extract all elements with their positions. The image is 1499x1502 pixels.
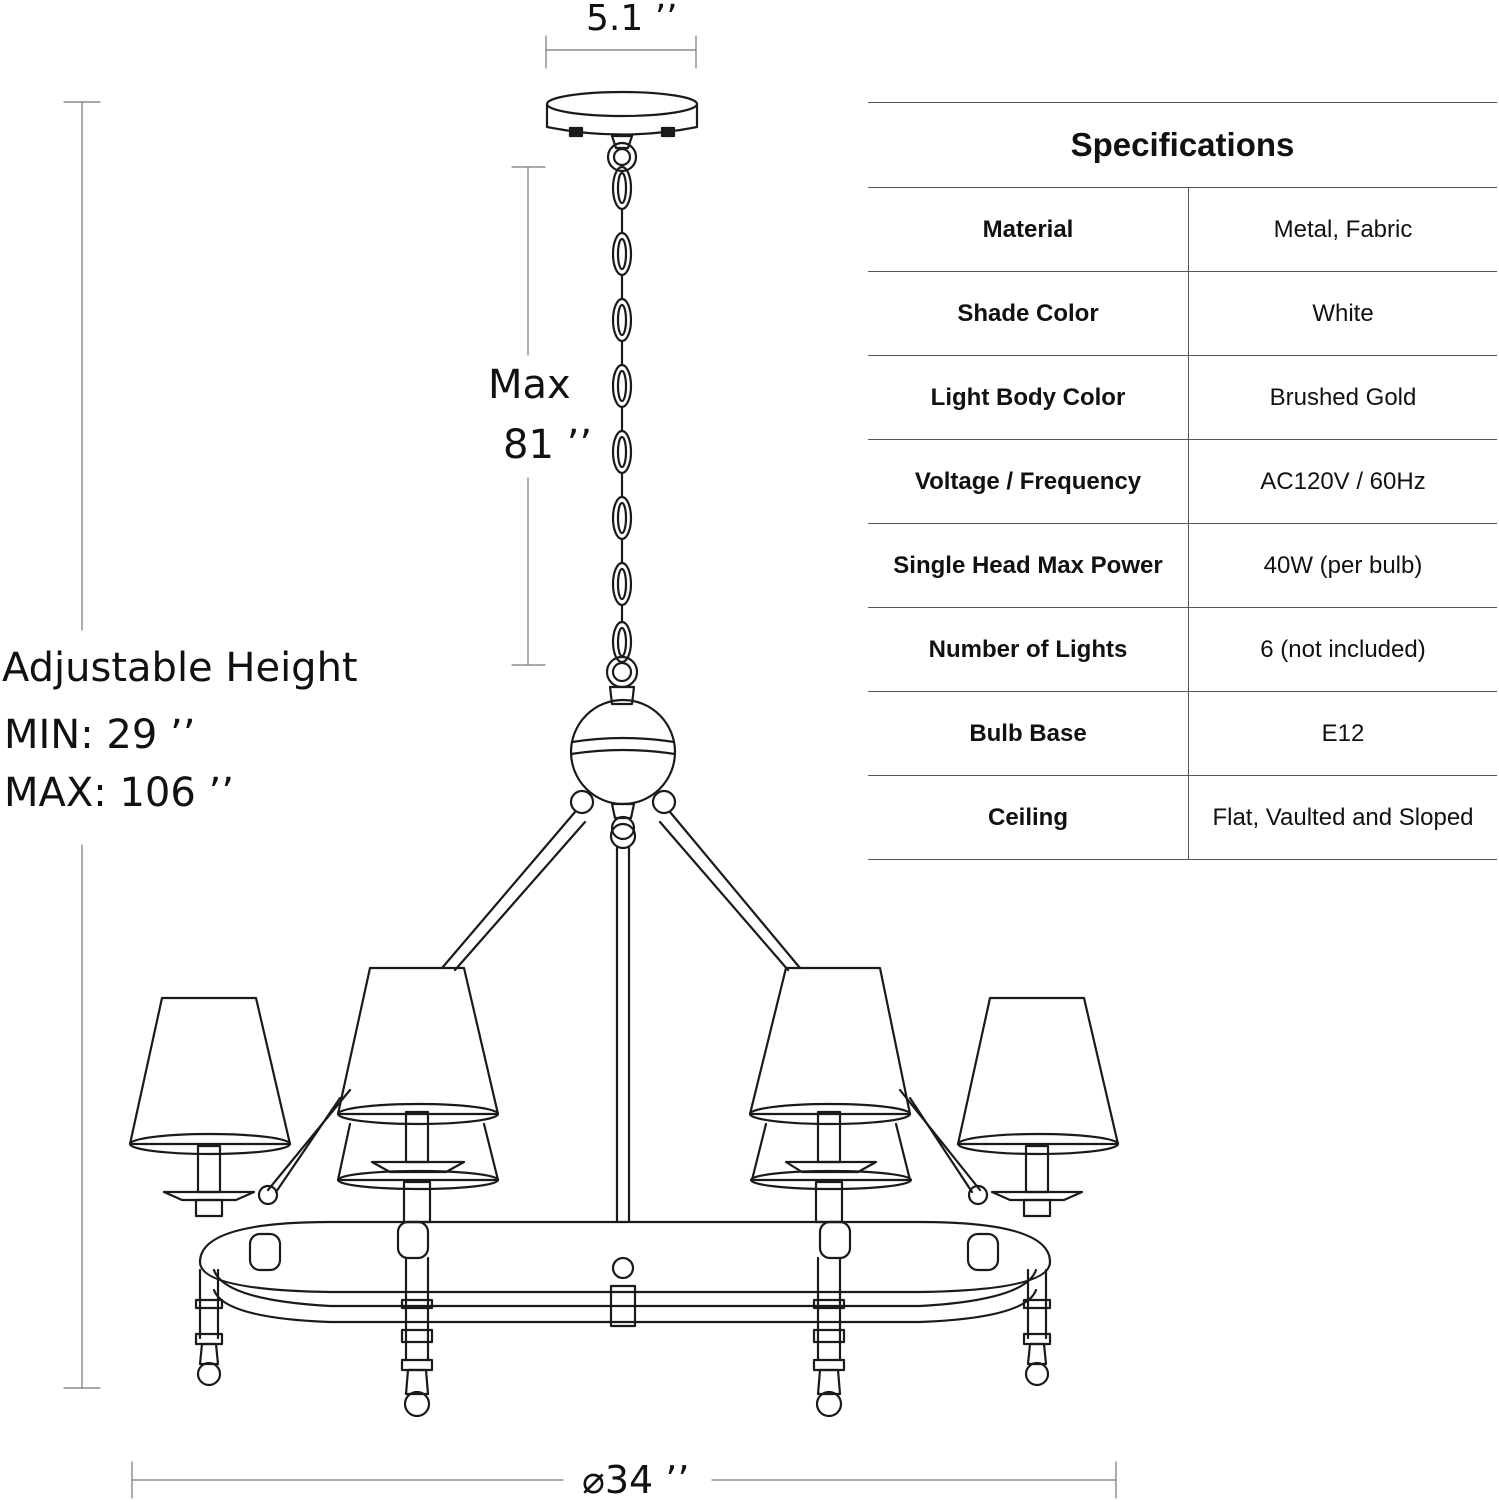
spec-key: Single Head Max Power [868,524,1189,607]
diameter-dimension [131,1461,1117,1499]
ring [198,1220,1052,1328]
diameter-label: ⌀34 ’’ [582,1458,690,1502]
chain-max-label: Max [488,362,571,408]
lamp-shades [128,966,1120,1191]
specifications-table: Specifications Material Metal, Fabric Sh… [868,102,1497,860]
max-height-label: MAX: 106 ’’ [4,770,234,816]
ball-hub [569,685,677,850]
spec-value: Flat, Vaulted and Sloped [1212,803,1474,831]
center-rod [615,846,631,1224]
spec-key: Number of Lights [868,608,1189,691]
canopy-width-label: 5.1 ’’ [586,0,678,39]
spec-value: White [1312,299,1374,327]
spec-row-voltage: Voltage / Frequency AC120V / 60Hz [868,440,1497,524]
spec-key: Shade Color [868,272,1189,355]
spec-key: Light Body Color [868,356,1189,439]
min-height-label: MIN: 29 ’’ [4,712,196,758]
spec-key: Material [868,188,1189,271]
support-arms [257,789,989,1206]
chain-length-dimension [511,166,546,666]
spec-row-bulb-base: Bulb Base E12 [868,692,1497,776]
lamp-arms [162,1110,1084,1418]
adjustable-height-title: Adjustable Height [2,645,358,691]
spec-value: E12 [1321,719,1365,747]
spec-row-max-power: Single Head Max Power 40W (per bulb) [868,524,1497,608]
spec-value: 40W (per bulb) [1263,551,1423,579]
spec-value: AC120V / 60Hz [1260,467,1426,495]
spec-key: Ceiling [868,776,1189,859]
spec-value: Metal, Fabric [1273,215,1413,243]
overall-height-dimension [63,101,101,1389]
spec-key: Voltage / Frequency [868,440,1189,523]
spec-row-light-body-color: Light Body Color Brushed Gold [868,356,1497,440]
spec-row-number-of-lights: Number of Lights 6 (not included) [868,608,1497,692]
chain [605,165,639,689]
canopy-width-dimension [545,35,697,69]
spec-row-material: Material Metal, Fabric [868,188,1497,272]
chain-max-value: 81 ’’ [503,422,593,468]
specifications-title: Specifications [868,102,1497,188]
spec-key: Bulb Base [868,692,1189,775]
spec-row-ceiling: Ceiling Flat, Vaulted and Sloped [868,776,1497,860]
canopy [545,90,699,173]
spec-row-shade-color: Shade Color White [868,272,1497,356]
spec-value: Brushed Gold [1269,383,1417,411]
spec-value: 6 (not included) [1260,635,1426,663]
